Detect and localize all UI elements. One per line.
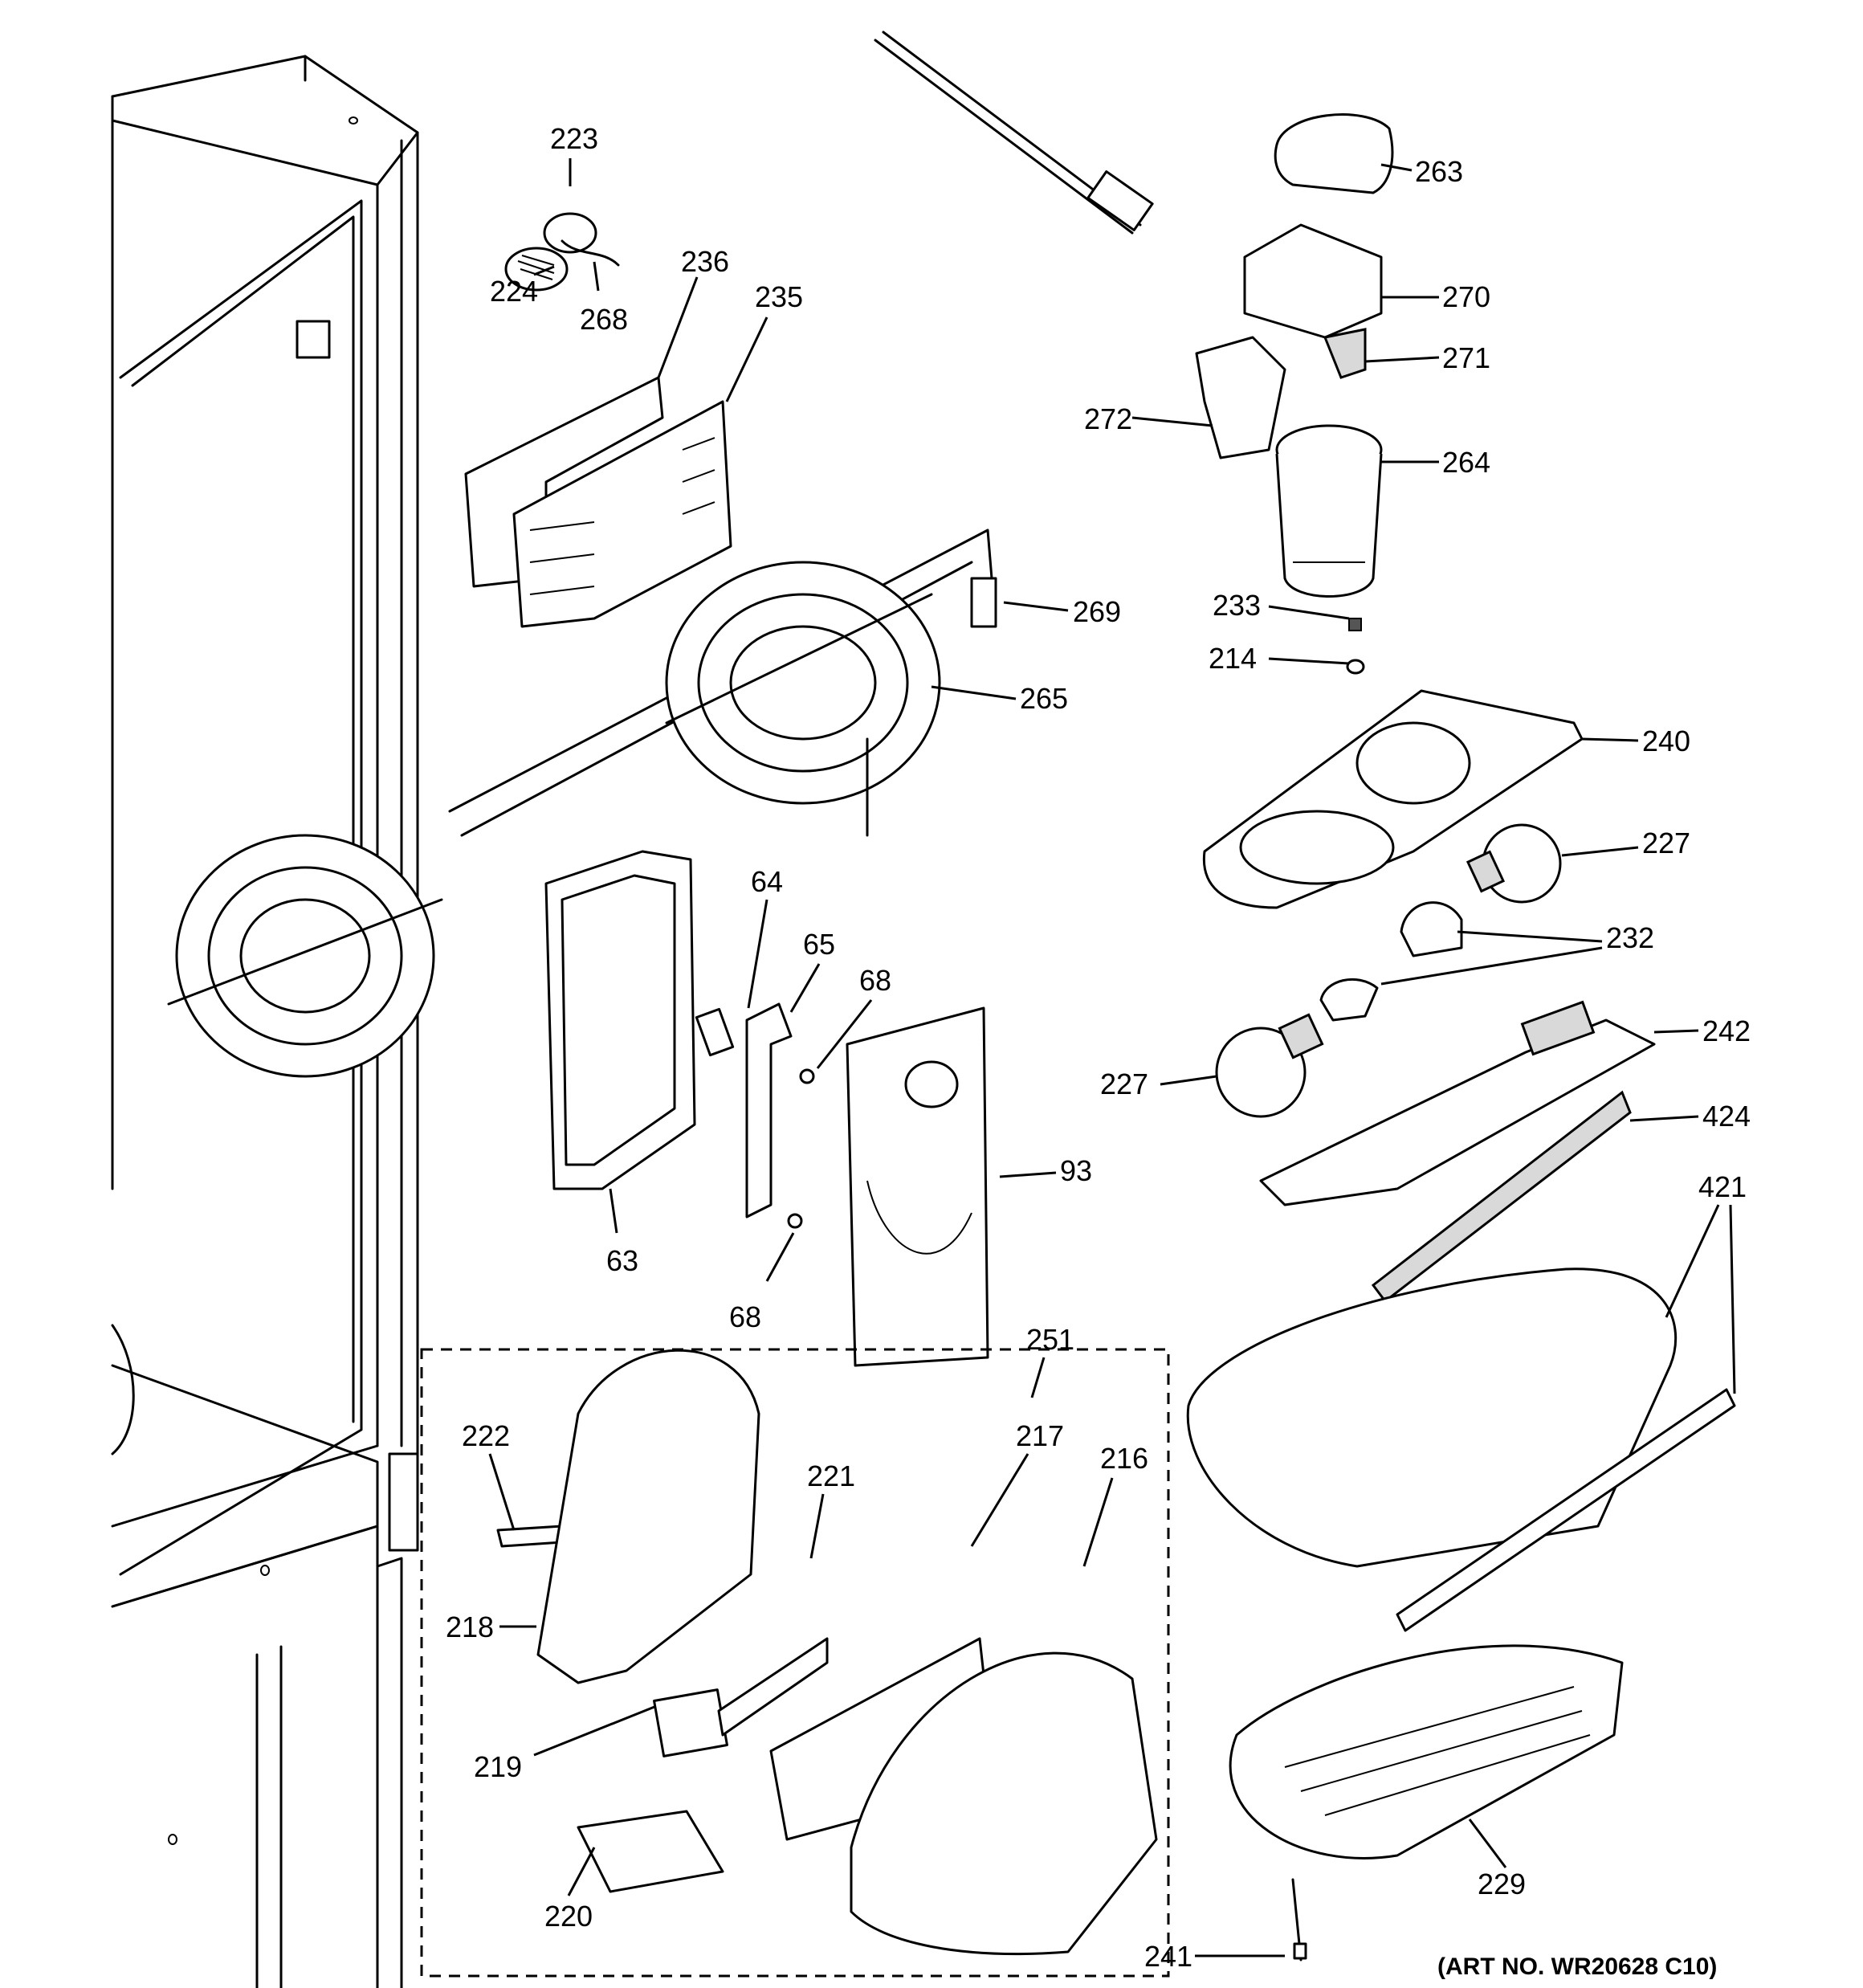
dispenser-housing [544, 850, 989, 1367]
callout-leaders [488, 158, 1736, 1957]
label-227-upper: 227 [1642, 827, 1690, 859]
label-264: 264 [1442, 446, 1490, 479]
label-68-lower: 68 [729, 1300, 761, 1333]
light-assembly [1202, 689, 1584, 1118]
label-240: 240 [1642, 725, 1690, 757]
label-93: 93 [1060, 1154, 1092, 1187]
label-236: 236 [681, 245, 729, 278]
light-module-board [1259, 1000, 1656, 1304]
vent-grill-assembly [504, 212, 620, 292]
label-223: 223 [550, 122, 598, 155]
label-424: 424 [1702, 1100, 1751, 1133]
assembly-group-outline [420, 1348, 1170, 1978]
label-271: 271 [1442, 341, 1490, 374]
label-220: 220 [544, 1900, 593, 1933]
callout-labels: 223 224 268 236 235 263 270 271 272 264 … [446, 122, 1751, 1980]
label-269: 269 [1073, 595, 1121, 628]
label-64: 64 [751, 865, 783, 898]
label-272: 272 [1084, 402, 1132, 435]
label-265: 265 [1020, 682, 1068, 715]
label-65: 65 [803, 928, 835, 961]
label-232: 232 [1606, 921, 1654, 954]
label-218: 218 [446, 1610, 494, 1643]
label-224: 224 [490, 275, 538, 308]
crisper-bin-and-shelf [1186, 1268, 1736, 1961]
label-222: 222 [462, 1419, 510, 1452]
label-270: 270 [1442, 280, 1490, 313]
water-tank-coils [167, 529, 997, 1078]
ice-chute-parts [496, 1349, 1158, 1956]
label-216: 216 [1100, 1442, 1148, 1475]
label-421: 421 [1698, 1170, 1747, 1203]
label-217: 217 [1016, 1419, 1064, 1452]
label-235: 235 [755, 280, 803, 313]
art-number: (ART NO. WR20628 C10) [1437, 1953, 1717, 1980]
label-251: 251 [1026, 1323, 1074, 1356]
label-233: 233 [1213, 589, 1261, 622]
label-268: 268 [580, 303, 628, 336]
label-68-upper: 68 [859, 964, 891, 997]
label-227-lower: 227 [1100, 1067, 1148, 1100]
label-263: 263 [1415, 155, 1463, 188]
label-241: 241 [1144, 1940, 1192, 1973]
label-214: 214 [1209, 642, 1257, 675]
label-229: 229 [1478, 1868, 1526, 1900]
label-221: 221 [807, 1459, 855, 1492]
label-242: 242 [1702, 1014, 1751, 1047]
water-filter-assembly [874, 31, 1394, 675]
label-219: 219 [474, 1750, 522, 1783]
label-63: 63 [606, 1244, 638, 1277]
refrigerator-cabinet [111, 55, 419, 1988]
shelf-brackets [464, 376, 732, 628]
